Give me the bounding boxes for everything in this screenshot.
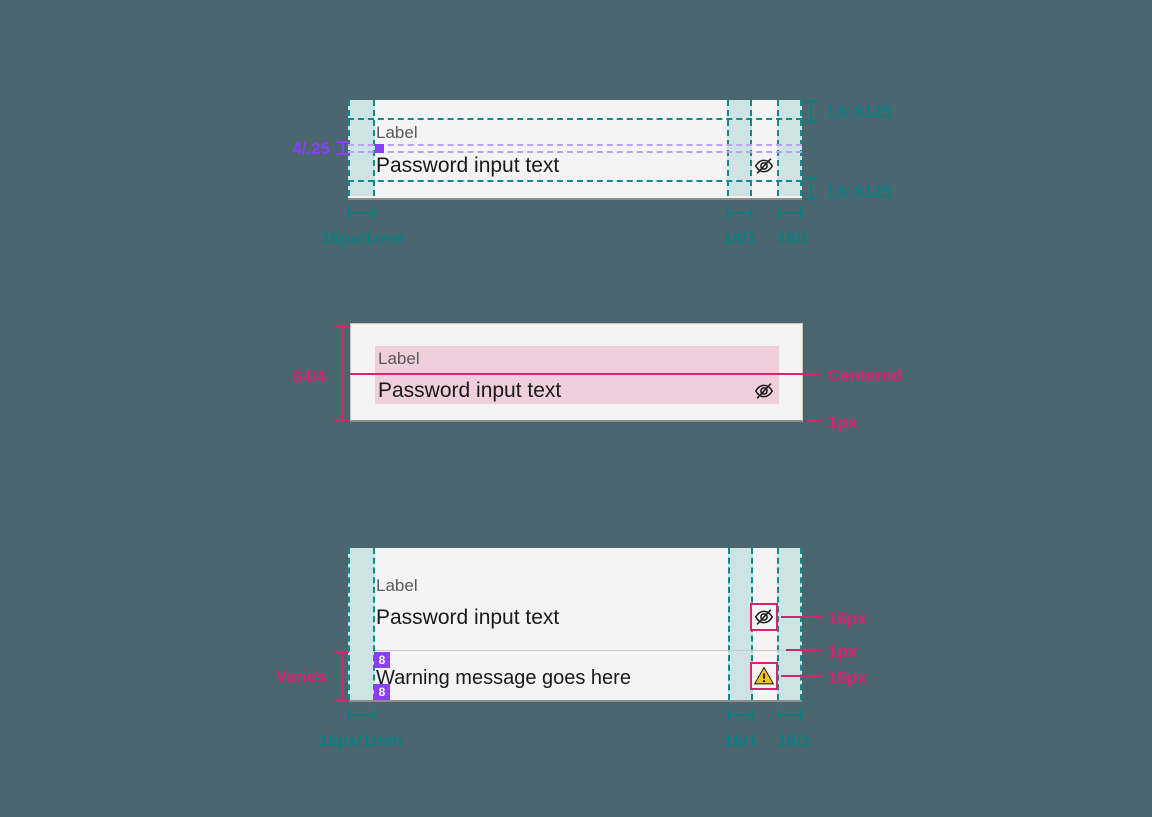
measure-hbeam-icon-gap-2 bbox=[777, 708, 802, 721]
icon-gap-annotation-2: 16/1 bbox=[776, 229, 810, 248]
measure-hbeam-left-padding bbox=[348, 708, 375, 721]
password-field[interactable] bbox=[350, 323, 803, 422]
centered-annotation: Centered bbox=[828, 366, 902, 385]
gap-guide-upper bbox=[348, 144, 802, 146]
icon-size-annotation-top: 16px bbox=[828, 609, 867, 628]
icon-gap-annotation-1: 16/1 bbox=[722, 229, 757, 248]
measure-ibeam-top-right bbox=[805, 100, 817, 123]
view-off-icon[interactable] bbox=[750, 603, 778, 631]
password-input-text: Password input text bbox=[376, 154, 560, 177]
measure-hbeam-left-padding bbox=[348, 206, 375, 219]
icon-size-annotation-bottom: 16px bbox=[828, 668, 867, 687]
measure-hbeam-icon-gap-1 bbox=[727, 206, 752, 219]
varies-measure-bracket bbox=[334, 651, 349, 702]
type-size-top-annotation: 13/.8125 bbox=[826, 102, 893, 121]
icon-size-leader-top bbox=[781, 616, 822, 618]
border-leader-line bbox=[806, 420, 822, 422]
gap-annotation: 4/.25 bbox=[292, 139, 330, 158]
password-input-text: Password input text bbox=[376, 606, 560, 629]
view-off-icon[interactable] bbox=[753, 155, 775, 177]
padding-guide-bottom bbox=[348, 180, 802, 182]
measure-hbeam-icon-gap-1 bbox=[728, 708, 753, 721]
icon-gap-annotation-1: 16/1 bbox=[723, 731, 758, 750]
border-annotation: 1px bbox=[828, 413, 858, 432]
spacing-overlay-icon-right bbox=[777, 548, 802, 700]
varies-annotation: Varies bbox=[275, 667, 326, 686]
gap-guide-lower bbox=[348, 151, 802, 153]
warning-divider-line bbox=[375, 650, 802, 651]
spacing-badge-bottom: 8 bbox=[374, 684, 390, 700]
password-input-text: Password input text bbox=[378, 379, 562, 402]
field-label: Label bbox=[376, 576, 418, 595]
field-label: Label bbox=[378, 349, 420, 368]
field-label: Label bbox=[376, 123, 418, 142]
left-padding-annotation: 16px/1rem bbox=[318, 731, 403, 750]
gap-marker-square bbox=[375, 144, 384, 153]
gap-measure-marker bbox=[336, 141, 349, 155]
height-annotation: 64/4 bbox=[292, 367, 326, 386]
icon-size-leader-bottom bbox=[781, 675, 822, 677]
divider-leader bbox=[786, 649, 822, 651]
divider-annotation: 1px bbox=[828, 642, 858, 661]
type-size-bottom-annotation: 13/.8125 bbox=[826, 182, 893, 201]
view-off-icon[interactable] bbox=[753, 380, 775, 402]
measure-ibeam-bottom-right bbox=[805, 177, 817, 200]
height-measure-bracket bbox=[334, 325, 349, 421]
padding-guide-top bbox=[348, 118, 802, 120]
spacing-overlay-left bbox=[348, 548, 375, 700]
spacing-badge-top: 8 bbox=[374, 652, 390, 668]
centered-guide-line bbox=[350, 373, 820, 375]
password-field[interactable] bbox=[348, 100, 802, 200]
left-padding-annotation: 16px/1rem bbox=[320, 229, 405, 248]
warning-icon bbox=[750, 662, 778, 690]
measure-hbeam-icon-gap-2 bbox=[777, 206, 802, 219]
content-highlight bbox=[375, 346, 779, 404]
warning-message-text: Warning message goes here bbox=[376, 667, 631, 689]
icon-gap-annotation-2: 16/1 bbox=[777, 731, 811, 750]
password-field-warning[interactable] bbox=[348, 548, 802, 702]
